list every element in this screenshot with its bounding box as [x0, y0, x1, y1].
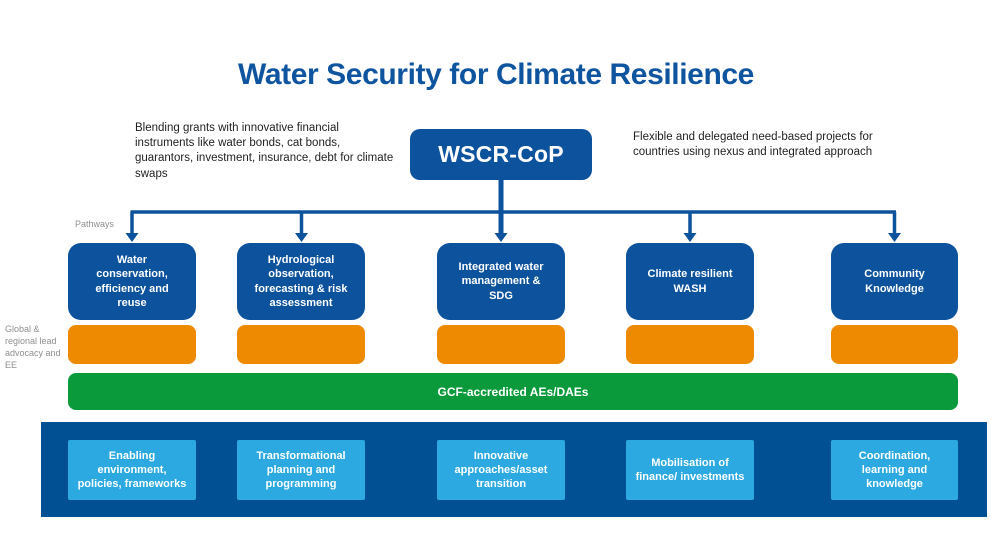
pathway-box-hydrological-observation: Hydrological observation, forecasting & … [237, 243, 365, 320]
pathway-label: Water conservation, efficiency and reuse [95, 253, 169, 309]
pathway-box-community-knowledge: Community Knowledge [831, 243, 958, 320]
step-label: Innovative approaches/asset transition [454, 449, 548, 491]
pathways-label: Pathways [75, 219, 115, 229]
step-label: Coordination, learning and knowledge [858, 449, 931, 491]
advocacy-box [237, 325, 365, 364]
step-label: Enabling environment, policies, framewor… [77, 449, 187, 491]
hub-box-wscr-cop: WSCR-CoP [410, 129, 592, 180]
page-title: Water Security for Climate Resilience [238, 58, 754, 91]
step-box-transformational-planning: Transformational planning and programmin… [237, 440, 365, 500]
pathway-label: Community Knowledge [864, 268, 925, 295]
pathway-label: Climate resilient WASH [647, 268, 733, 295]
advocacy-box [626, 325, 754, 364]
side-label-advocacy: Global & regional lead advocacy and EE [5, 324, 61, 371]
advocacy-box [437, 325, 565, 364]
step-box-innovative-approaches: Innovative approaches/asset transition [437, 440, 565, 500]
pathway-box-integrated-water-management: Integrated water management & SDG [437, 243, 565, 320]
advocacy-box [831, 325, 958, 364]
step-box-coordination-learning: Coordination, learning and knowledge [831, 440, 958, 500]
step-box-mobilisation-finance: Mobilisation of finance/ investments [626, 440, 754, 500]
gcf-accredited-bar: GCF-accredited AEs/DAEs [68, 373, 958, 410]
pathway-box-climate-resilient-wash: Climate resilient WASH [626, 243, 754, 320]
hub-label: WSCR-CoP [438, 141, 564, 167]
step-label: Transformational planning and programmin… [256, 449, 346, 491]
pathway-label: Integrated water management & SDG [458, 261, 544, 302]
gcf-bar-label: GCF-accredited AEs/DAEs [437, 384, 589, 399]
right-annotation: Flexible and delegated need-based projec… [633, 131, 873, 159]
advocacy-box [68, 325, 196, 364]
pathway-box-water-conservation: Water conservation, efficiency and reuse [68, 243, 196, 320]
pathway-label: Hydrological observation, forecasting & … [254, 253, 348, 309]
left-annotation: Blending grants with innovative financia… [135, 122, 394, 180]
step-box-enabling-environment: Enabling environment, policies, framewor… [68, 440, 196, 500]
step-label: Mobilisation of finance/ investments [635, 456, 745, 483]
